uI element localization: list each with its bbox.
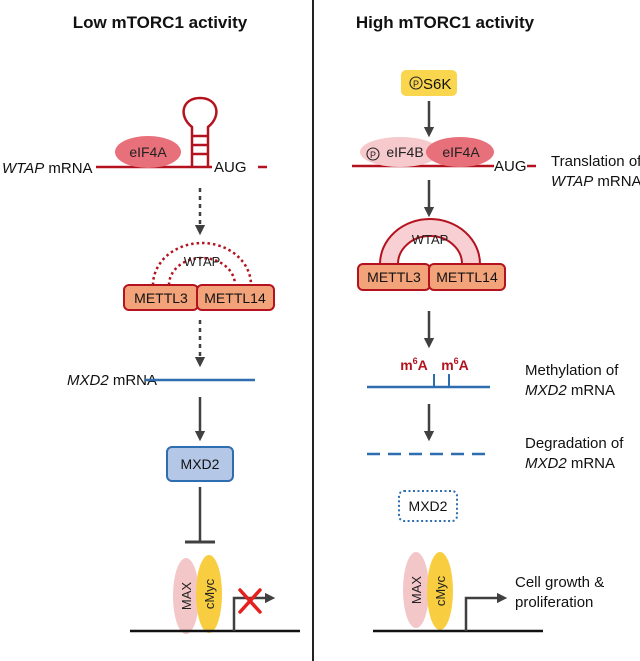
left-mxd2-label: MXD2 xyxy=(181,456,220,472)
left-wtap-suffix: mRNA xyxy=(44,160,92,177)
left-wtap-arc xyxy=(151,241,253,286)
left-promoter-arrow xyxy=(232,592,276,631)
right-cmyc-label: cMyc xyxy=(433,575,448,606)
growth-label-line2: proliferation xyxy=(515,594,593,611)
right-wtap-label: WTAP xyxy=(412,232,449,247)
left-wtap-arc-inner xyxy=(167,256,237,286)
right-eif4a xyxy=(426,137,494,167)
left-mettl3-label: METTL3 xyxy=(134,290,188,306)
left-mettl14-box xyxy=(196,284,275,311)
m6a-1-m: m xyxy=(400,357,412,373)
degradation-label-line1: Degradation of xyxy=(525,435,624,452)
right-s6k-label: S6K xyxy=(423,76,451,93)
right-s6k-box xyxy=(401,70,457,96)
right-wtap-arch xyxy=(378,218,482,265)
right-aug-label: AUG xyxy=(494,158,527,175)
left-wtap-gene: WTAP xyxy=(2,160,44,177)
translation-suffix: mRNA xyxy=(593,173,640,190)
left-cmyc xyxy=(196,555,222,633)
right-mettl3-label: METTL3 xyxy=(367,269,421,285)
left-title: Low mTORC1 activity xyxy=(73,13,248,32)
right-mxd2-box xyxy=(398,490,458,522)
left-eif4a xyxy=(115,136,181,168)
blocked-x-icon xyxy=(238,588,262,614)
phospho-icon xyxy=(409,76,423,90)
right-eif4b-phospho: P xyxy=(370,150,376,160)
degradation-suffix: mRNA xyxy=(567,455,615,472)
right-max xyxy=(403,552,429,628)
m6a-2-m: m xyxy=(441,357,453,373)
left-wtap-label: WTAP xyxy=(184,254,221,269)
right-mettl14-label: METTL14 xyxy=(436,269,498,285)
m6a-label-1: m6A xyxy=(400,356,428,373)
m6a-label-2: m6A xyxy=(441,356,469,373)
translation-label-line1: Translation of xyxy=(551,153,640,170)
left-mxd2-mrna-label: MXD2 mRNA xyxy=(67,372,157,389)
left-mxd2-box xyxy=(166,446,234,482)
right-eif4b-label: eIF4B xyxy=(386,144,423,160)
m6a-1-a: A xyxy=(418,357,428,373)
right-mxd2-label: MXD2 xyxy=(409,498,448,514)
degradation-gene: MXD2 xyxy=(525,455,567,472)
left-eif4a-label: eIF4A xyxy=(129,144,167,160)
right-mettl14-box xyxy=(428,263,506,291)
m6a-2-a: A xyxy=(459,357,469,373)
growth-label-line1: Cell growth & xyxy=(515,574,604,591)
methylation-suffix: mRNA xyxy=(567,382,615,399)
left-max xyxy=(173,558,199,634)
m6a-1-sup: 6 xyxy=(413,356,418,366)
phospho-icon-eif4b xyxy=(366,147,380,161)
right-s6k-phospho: P xyxy=(413,79,419,89)
right-max-label: MAX xyxy=(409,576,424,605)
left-cmyc-label: cMyc xyxy=(202,578,217,609)
methylation-label-line2: MXD2 mRNA xyxy=(525,382,615,399)
left-wtap-mrna-label: WTAP mRNA xyxy=(2,160,93,177)
right-eif4a-label: eIF4A xyxy=(442,144,480,160)
right-eif4b xyxy=(360,137,440,167)
translation-label-line2: WTAP mRNA xyxy=(551,173,640,190)
right-cmyc xyxy=(427,552,453,630)
degradation-label-line2: MXD2 mRNA xyxy=(525,455,615,472)
m6a-2-sup: 6 xyxy=(454,356,459,366)
translation-gene: WTAP xyxy=(551,173,593,190)
right-promoter-arrow xyxy=(464,592,508,631)
right-title: High mTORC1 activity xyxy=(356,13,535,32)
left-mettl14-label: METTL14 xyxy=(204,290,266,306)
methylation-gene: MXD2 xyxy=(525,382,567,399)
left-aug-label: AUG xyxy=(214,159,247,176)
methylation-label-line1: Methylation of xyxy=(525,362,619,379)
left-mxd2-suffix: mRNA xyxy=(109,372,157,389)
left-stem-loop xyxy=(182,96,218,167)
left-max-label: MAX xyxy=(179,582,194,611)
left-mxd2-gene: MXD2 xyxy=(67,372,109,389)
